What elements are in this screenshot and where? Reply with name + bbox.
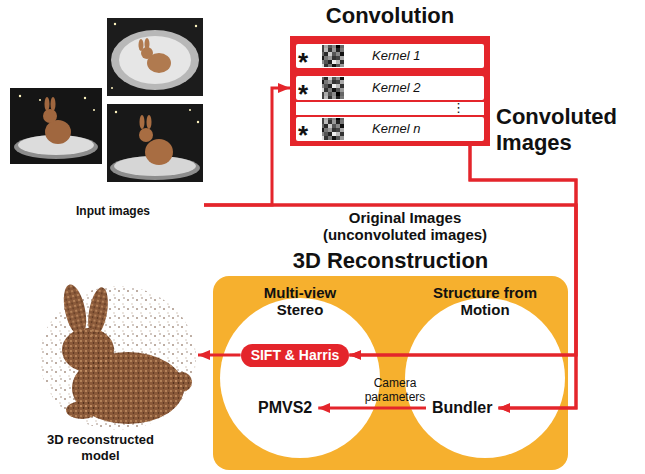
- section-title: 3D Reconstruction: [213, 248, 568, 274]
- tool-name: Bundler: [432, 398, 492, 418]
- turntable: [119, 36, 191, 84]
- kernel-label: Kernel 1: [372, 47, 420, 65]
- input-photo: [107, 104, 203, 182]
- circle-outline: [220, 298, 380, 458]
- bunny: [45, 97, 50, 111]
- point-cloud-model: [40, 282, 196, 430]
- ellipsis-mark: ⋮: [452, 101, 465, 115]
- light-dot: [115, 111, 117, 113]
- light-dot: [195, 25, 197, 27]
- circle-shape: [405, 298, 565, 458]
- flow-arrow: [204, 205, 576, 408]
- bunny: [43, 109, 57, 123]
- light-dot: [93, 109, 95, 111]
- bunny-body: [60, 282, 192, 424]
- bunny: [51, 97, 56, 111]
- feature-pill: SIFT & Harris: [241, 344, 350, 367]
- kernel-image: [322, 77, 344, 99]
- turntable: [111, 30, 199, 90]
- bunny: [140, 115, 145, 129]
- light-dot: [197, 121, 199, 123]
- flow-arrow: [470, 146, 576, 408]
- convolution-operator: *: [298, 49, 308, 75]
- kernel-label: Kernel 2: [372, 79, 420, 97]
- section-title: Convolution: [290, 3, 490, 29]
- flow-arrow: [318, 407, 426, 410]
- light-dot: [114, 23, 116, 25]
- bunny-texture: [60, 282, 192, 424]
- tool-name: PMVS2: [258, 398, 312, 418]
- convolution-operator: *: [298, 122, 308, 148]
- kernel-image: [322, 45, 344, 67]
- flow-label: Camera parameters: [360, 376, 430, 404]
- input-photo: [10, 88, 102, 164]
- light-dot: [19, 95, 21, 97]
- ellipsis-stripe: [296, 102, 484, 115]
- method-title: Structure from Motion: [430, 284, 540, 318]
- group-label: Input images: [48, 204, 178, 218]
- convolution-box: Kernel 1Kernel 2Kernel nConvolution: [290, 36, 490, 146]
- kernel-image: [322, 118, 344, 140]
- figure-caption: 3D reconstructed model: [38, 432, 163, 464]
- flow-arrow: [198, 354, 241, 357]
- flow-label: Convoluted Images: [496, 104, 638, 156]
- flow-arrow: [204, 205, 576, 355]
- photo-ground: [10, 88, 102, 164]
- bunny: [147, 115, 152, 129]
- light-dot: [189, 109, 191, 111]
- bunny: [145, 38, 150, 50]
- method-circle: Multi-view StereoPMVS2: [220, 298, 380, 458]
- input-photo: [107, 18, 203, 96]
- light-dot: [39, 99, 41, 101]
- bunny: [139, 39, 144, 51]
- kernel-label: Kernel n: [372, 120, 420, 138]
- flow-arrow: [349, 146, 576, 355]
- pill-label: SIFT & Harris: [251, 347, 340, 364]
- bunny: [45, 120, 71, 144]
- photo-ground: [107, 104, 203, 182]
- bunny: [145, 139, 173, 165]
- convolution-operator: *: [298, 81, 308, 107]
- light-dot: [111, 87, 113, 89]
- method-title: Multi-view Stereo: [250, 284, 350, 318]
- method-circle: Structure from MotionBundler: [405, 298, 565, 458]
- circle-shape: [220, 298, 380, 458]
- flow-arrow: [204, 88, 290, 205]
- bunny: [139, 128, 153, 142]
- reconstruction-panel: Multi-view StereoPMVS2Structure from Mot…: [213, 276, 568, 470]
- circle-outline: [405, 298, 565, 458]
- light-dot: [84, 97, 86, 99]
- flow-label: Original Images (unconvoluted images): [305, 209, 505, 243]
- photo-ground: [107, 18, 203, 96]
